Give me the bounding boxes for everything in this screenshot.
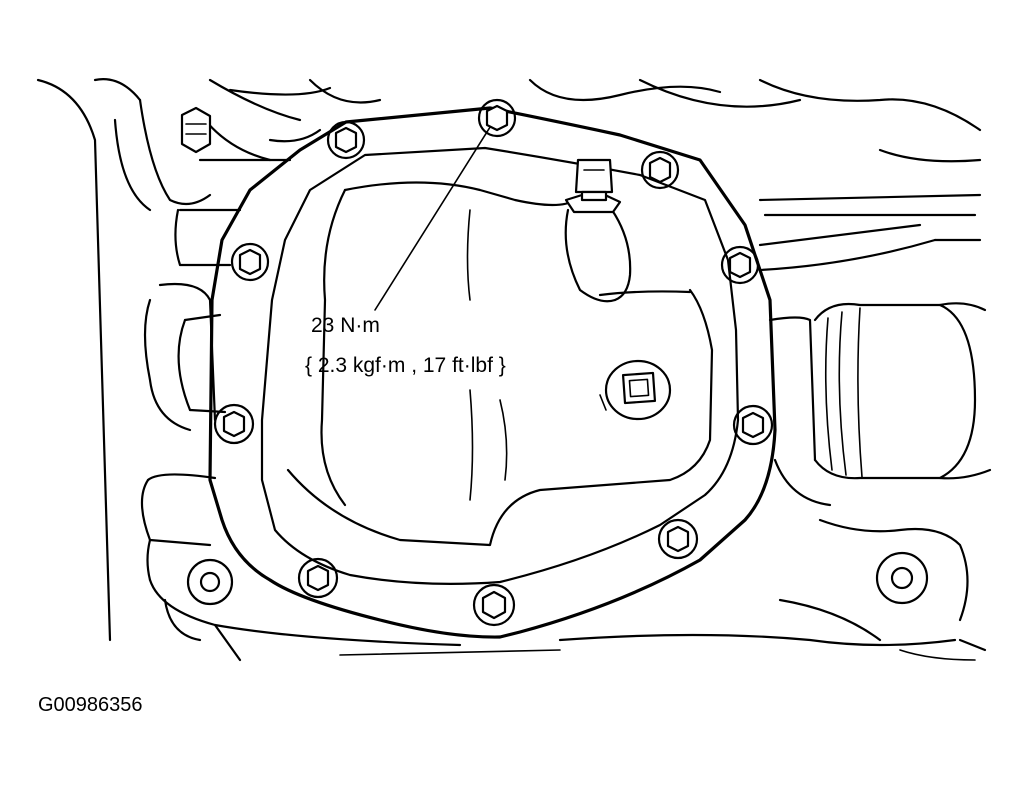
differential-cover — [208, 106, 777, 639]
hex-bolt-icon — [213, 403, 255, 445]
fill-plug-icon — [564, 158, 622, 214]
torque-spec-alt-units: { 2.3 kgf·m , 17 ft·lbf } — [305, 354, 506, 377]
torque-spec-nm: 23 N·m — [311, 314, 380, 337]
hex-bolt-icon — [472, 583, 516, 627]
hex-bolt-icon — [657, 518, 699, 560]
hex-bolt-icon — [720, 245, 760, 285]
hex-bolt-icon — [297, 557, 339, 599]
cover-bolts — [213, 98, 774, 627]
hex-bolt-icon — [326, 120, 366, 160]
callout-leader-line — [374, 123, 493, 311]
hex-bolt-icon — [477, 98, 517, 138]
hex-bolt-icon — [230, 242, 270, 282]
hex-bolt-icon — [640, 150, 680, 190]
square-drain-plug-icon — [604, 359, 672, 421]
mount-boss-left — [186, 558, 234, 606]
hex-bolt-icon — [732, 404, 774, 446]
mount-boss-right — [875, 551, 929, 605]
bracket-bolt — [180, 106, 212, 154]
figure-id: G00986356 — [38, 694, 143, 716]
chassis-background — [36, 78, 992, 662]
